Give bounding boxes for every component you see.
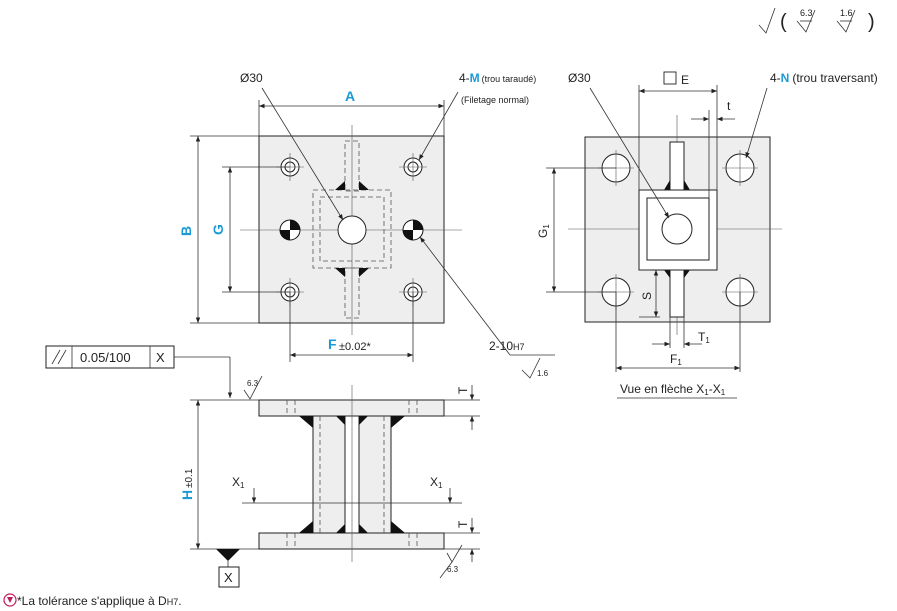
dowel-holes: [279, 219, 424, 241]
pin-tol: H7: [513, 342, 525, 352]
hole-count: 4-: [770, 71, 781, 85]
dim-g: G: [210, 224, 226, 235]
svg-text:4-N(trou traversant): 4-N(trou traversant): [770, 71, 878, 85]
pin-roughness: 1.6: [537, 369, 549, 378]
rough-bottom-value: 6.3: [447, 565, 459, 574]
footnote: *La tolérance s'applique à DH7.: [3, 593, 182, 608]
tap-note-2: (Filetage normal): [461, 95, 529, 105]
dim-t1: T: [698, 330, 706, 344]
roughness-symbol-right: [836, 9, 856, 33]
dim-g1-sub: 1: [542, 224, 551, 229]
parallelism-frame: 0.05/100 X: [45, 345, 233, 398]
dim-b: B: [178, 226, 194, 236]
rough-top-symbol: [243, 375, 263, 400]
footnote-tol: H7: [167, 597, 179, 607]
surface-roughness-legend: ( 6.3 1.6 ): [758, 7, 875, 34]
svg-text:F1: F1: [670, 352, 682, 367]
svg-text:G1: G1: [536, 224, 551, 238]
center-bore: [337, 215, 367, 245]
roughness-right: 1.6: [840, 8, 853, 18]
square-symbol: [663, 71, 677, 85]
svg-text:*La tolérance s'applique à DH7: *La tolérance s'applique à DH7.: [17, 594, 182, 608]
side-view: E t G1 S T1 F1 Ø30 4-N(trou traversant) …: [536, 71, 878, 399]
dim-f1-sub: 1: [677, 358, 682, 367]
dim-t-top: T: [456, 386, 470, 394]
dim-f1: F: [670, 352, 677, 366]
dim-a: A: [345, 88, 355, 104]
svg-text:4-M(trou taraudé): 4-M(trou taraudé): [459, 71, 536, 85]
svg-text:2-10H7: 2-10H7: [489, 339, 525, 353]
pin-label: 2-10: [489, 339, 513, 353]
dim-t: t: [727, 99, 731, 113]
dim-g1: G: [536, 229, 550, 238]
view-label: Vue en flèche X1-X1: [620, 382, 726, 397]
section-right-sub: 1: [438, 481, 443, 490]
dim-f-tol: ±0.02*: [339, 341, 371, 353]
section-left: X: [232, 475, 240, 489]
dim-h-tol: ±0.1: [184, 468, 195, 488]
dim-t-bottom: T: [456, 520, 470, 528]
hole-note: (trou traversant): [792, 71, 877, 85]
dim-f: F: [328, 336, 337, 352]
parallel-datum: X: [156, 350, 165, 365]
hole-code: N: [781, 71, 790, 85]
dim-h: H: [179, 490, 195, 500]
roughness-left: 6.3: [800, 8, 813, 18]
side-bore: [661, 213, 693, 245]
svg-text:X1: X1: [430, 475, 443, 490]
dim-t1-sub: 1: [705, 336, 710, 345]
svg-text:T1: T1: [698, 330, 710, 345]
front-view: 0.05/100 X 6.3: [45, 345, 480, 588]
footnote-text: *La tolérance s'applique à D: [17, 594, 167, 608]
paren-close: ): [868, 11, 875, 33]
datum-bottom: X: [224, 570, 233, 585]
dim-s: S: [640, 292, 654, 300]
rough-top-value: 6.3: [247, 379, 259, 388]
rough-bottom-symbol: [446, 544, 463, 563]
side-bore-label: Ø30: [568, 71, 591, 85]
top-view: A B G F ±0.02* Ø30 4-M(trou taraudé) (Fi…: [178, 71, 555, 379]
roughness-symbol-left: [796, 9, 816, 33]
svg-text:X1: X1: [232, 475, 245, 490]
dim-e: E: [681, 73, 689, 87]
section-right: X: [430, 475, 438, 489]
paren-open: (: [780, 11, 787, 33]
parallel-value: 0.05/100: [80, 350, 131, 365]
tap-count: 4-: [459, 71, 470, 85]
section-left-sub: 1: [240, 481, 245, 490]
tap-note: (trou taraudé): [482, 74, 537, 84]
tap-code: M: [470, 71, 480, 85]
datum-triangle: [216, 549, 240, 561]
bore-label: Ø30: [240, 71, 263, 85]
pin-roughness-symbol: [521, 357, 541, 379]
